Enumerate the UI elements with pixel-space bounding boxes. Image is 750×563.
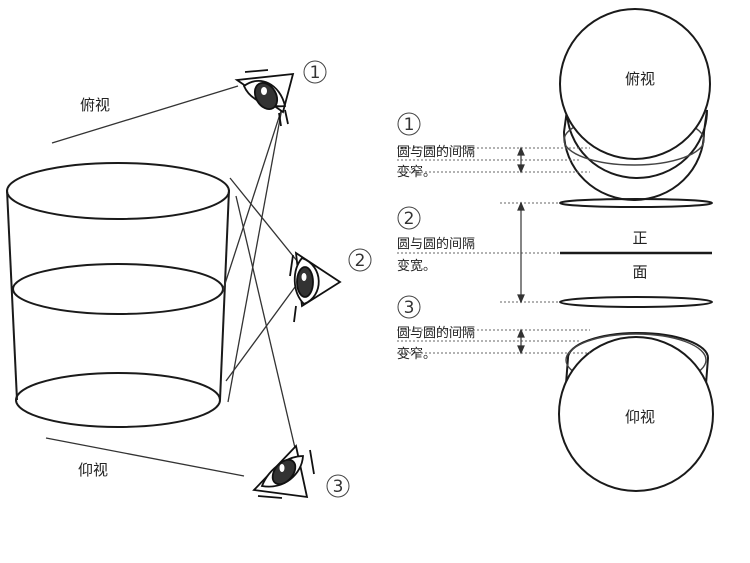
svg-text:2: 2 <box>404 209 415 229</box>
viewpoint-marker-1: 1 <box>303 60 327 84</box>
cylinder-bottom-rim <box>15 372 221 428</box>
guide-lines <box>397 147 590 354</box>
sight-line-eye2-upper <box>229 177 307 273</box>
note-3-line1: 圆与圆的间隔 <box>397 325 475 341</box>
sight-line-bottom-view <box>45 437 245 477</box>
svg-text:3: 3 <box>333 477 344 497</box>
eye-1-icon <box>234 69 295 127</box>
bottom-view-disc <box>558 336 714 492</box>
top-view-label: 俯视 <box>80 96 110 114</box>
eye-2-icon <box>289 251 342 323</box>
front-label-bottom: 面 <box>632 263 647 281</box>
front-label-top: 正 <box>632 229 647 247</box>
front-view-top-ellipse <box>559 198 713 208</box>
sight-lines <box>45 85 307 477</box>
dimension-arrows <box>517 146 525 355</box>
sight-line-top-view <box>51 85 239 144</box>
svg-text:2: 2 <box>355 251 366 271</box>
bottom-view-label: 仰视 <box>78 461 108 479</box>
svg-text:1: 1 <box>310 63 321 83</box>
note-2-line1: 圆与圆的间隔 <box>397 236 475 252</box>
cylinder-top-rim <box>6 162 230 220</box>
note-3-line2: 变窄。 <box>397 346 436 362</box>
front-view-bottom-ellipse <box>559 296 713 308</box>
bottom-view-caption: 仰视 <box>625 408 655 426</box>
svg-text:3: 3 <box>404 298 415 318</box>
note-2: 2 圆与圆的间隔 变宽。 <box>397 206 475 274</box>
viewpoint-marker-3: 3 <box>326 474 350 498</box>
sight-line-eye1-to-bottom <box>227 107 283 403</box>
top-view-cylinder <box>559 8 711 201</box>
front-view-shapes <box>559 198 713 308</box>
svg-text:1: 1 <box>404 115 415 135</box>
cylinder-left-edge <box>6 189 18 401</box>
note-2-line2: 变宽。 <box>397 258 436 274</box>
note-3: 3 圆与圆的间隔 变窄。 <box>397 295 475 362</box>
cylinder-right-edge <box>219 189 230 401</box>
top-view-caption: 俯视 <box>625 70 655 88</box>
note-1-line2: 变窄。 <box>397 164 436 180</box>
cylinder-illustration <box>6 162 230 428</box>
viewpoint-marker-2: 2 <box>348 248 372 272</box>
note-1: 1 圆与圆的间隔 变窄。 <box>397 112 475 180</box>
bottom-view-cylinder <box>558 332 714 492</box>
note-1-line1: 圆与圆的间隔 <box>397 144 475 160</box>
eye-3-icon <box>252 444 315 499</box>
cylinder-middle-ring <box>12 263 224 315</box>
sight-line-eye1-to-ring <box>222 107 283 291</box>
top-view-disc <box>559 8 711 160</box>
sight-line-eye3 <box>235 195 296 449</box>
